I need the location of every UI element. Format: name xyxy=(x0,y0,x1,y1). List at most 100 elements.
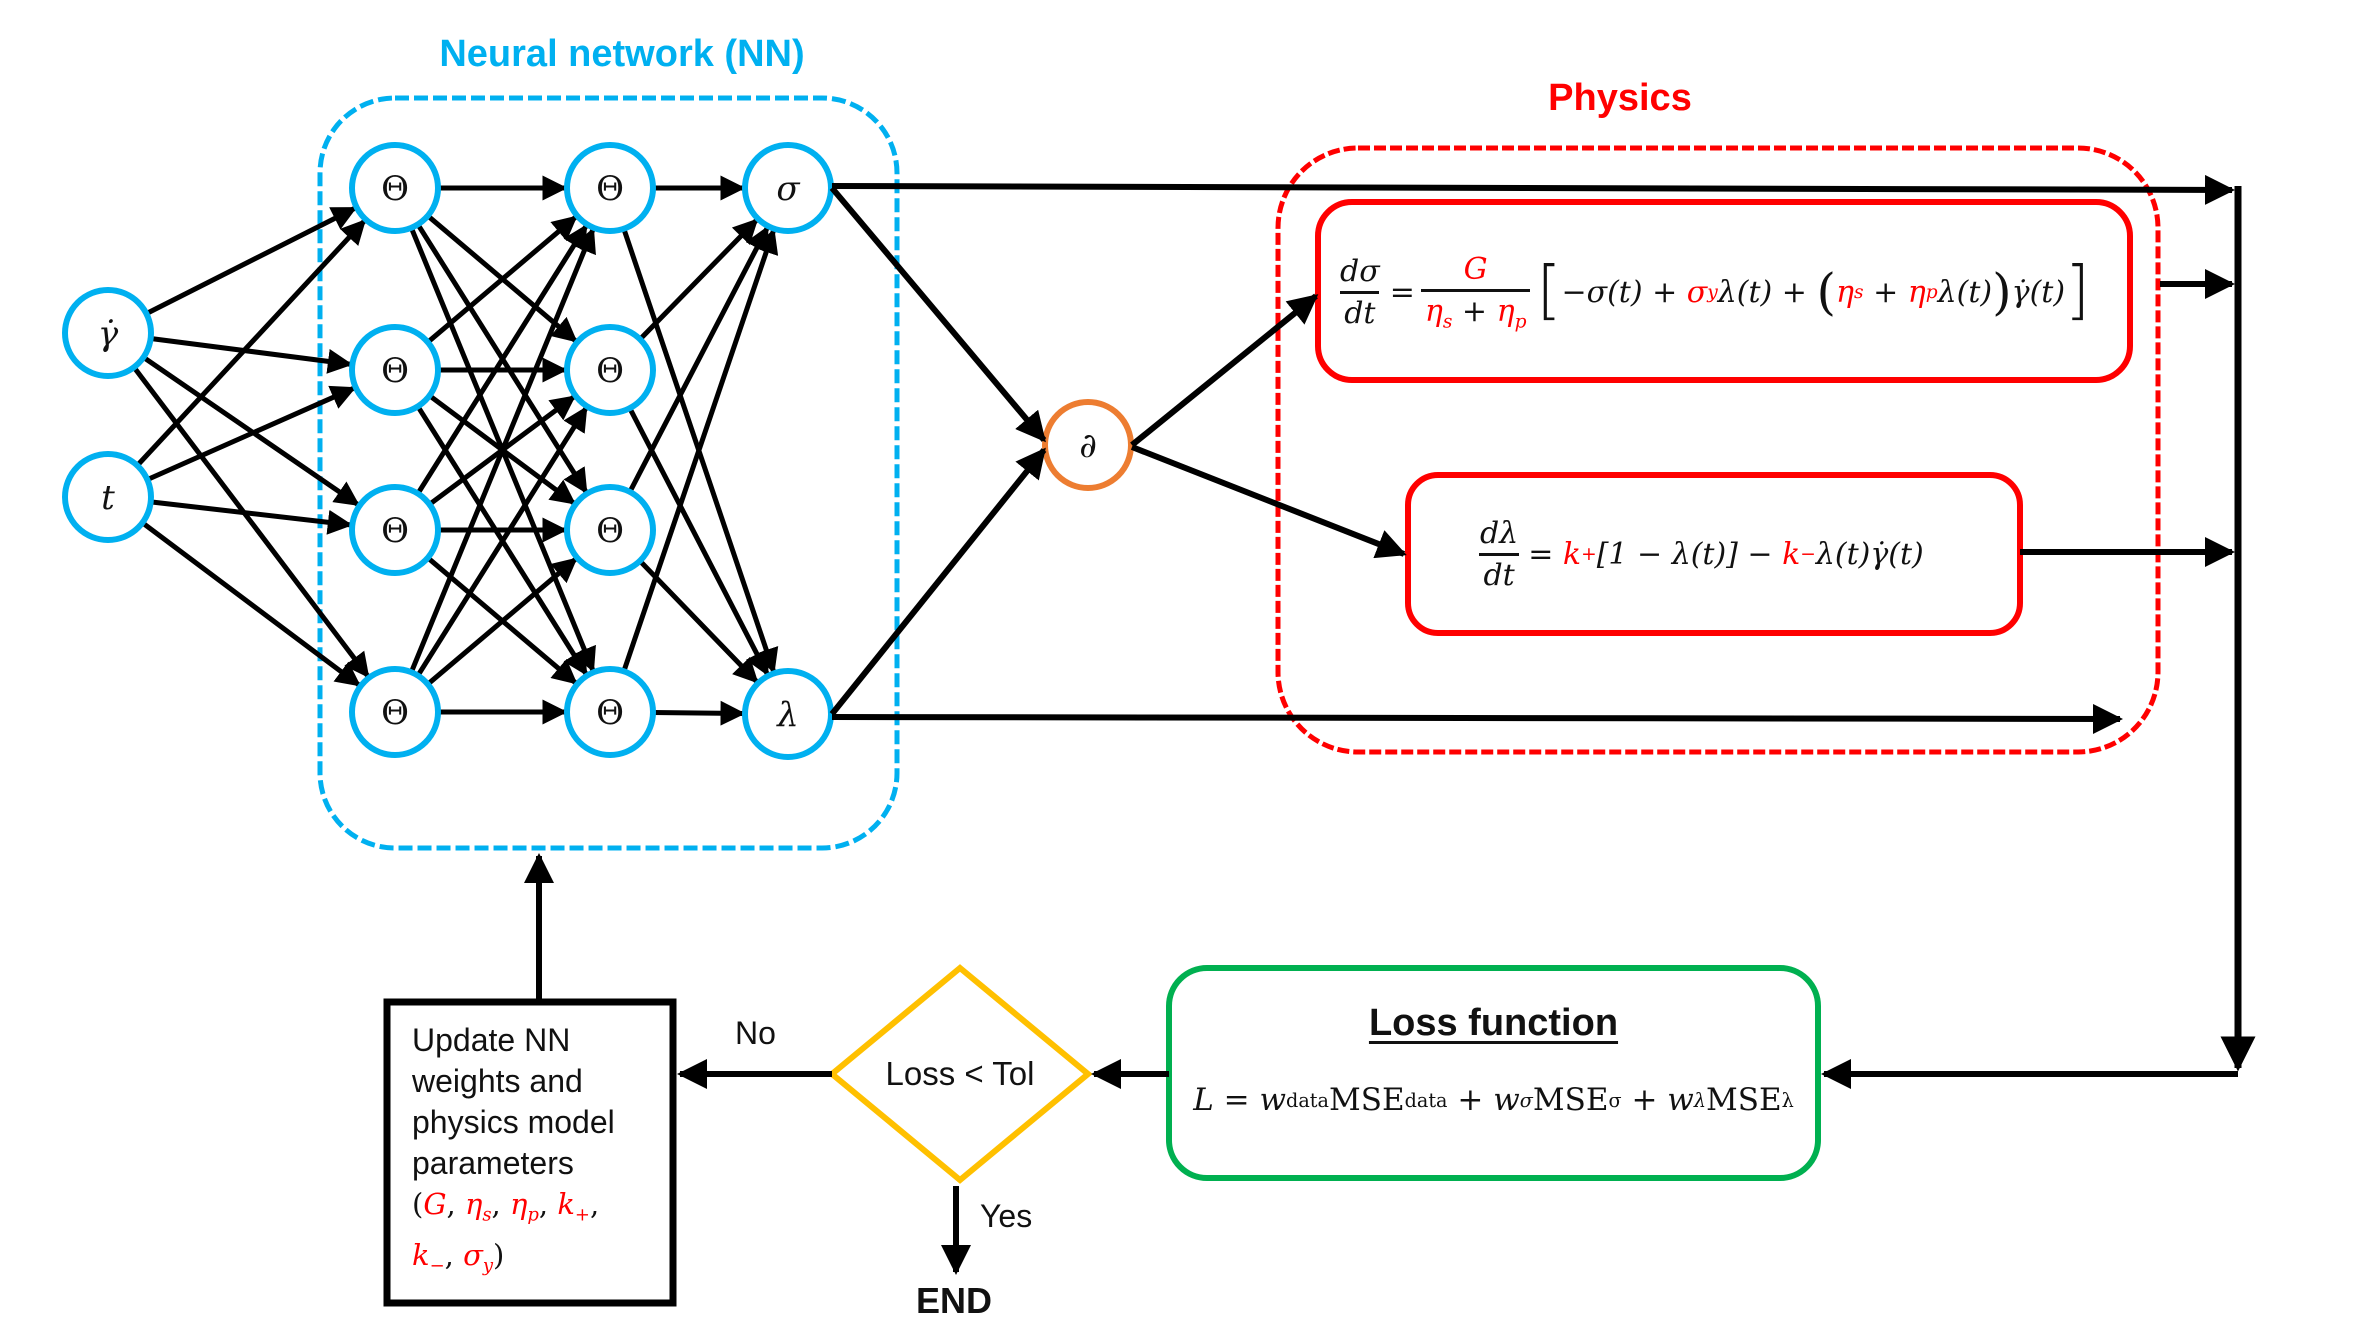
nn-title: Neural network (NN) xyxy=(439,33,804,75)
output-node-label: λ xyxy=(775,695,799,735)
input-node: t xyxy=(62,451,154,543)
weight-sigma: w xyxy=(1493,1082,1520,1118)
param-k-plus: k xyxy=(1562,536,1582,572)
output-node-circle xyxy=(742,142,834,234)
mse-data: MSE xyxy=(1328,1082,1405,1118)
physics-container xyxy=(1275,145,2161,755)
weight-data: w xyxy=(1259,1082,1287,1118)
plus: + xyxy=(1631,1082,1658,1118)
param-sigma-y: σ xyxy=(1686,274,1708,310)
dlambda-dt: dλ dt xyxy=(1476,516,1522,593)
lhs-numerator: dσ xyxy=(1340,253,1380,289)
close-paren: ) xyxy=(493,1238,505,1273)
hidden1-to-hidden2-edge xyxy=(409,227,596,674)
derivative-to-sigma-eq-arrow xyxy=(1130,293,1319,448)
sub: λ xyxy=(1781,1088,1794,1112)
open-paren: ( xyxy=(412,1187,424,1221)
sub: data xyxy=(1404,1088,1448,1112)
hidden-node: Θ xyxy=(349,484,441,576)
lambda-to-derivative-arrow xyxy=(829,447,1047,716)
dsigma-dt: dσ dt xyxy=(1336,254,1384,331)
sub: + xyxy=(1581,543,1597,565)
sub: σ xyxy=(1608,1088,1622,1112)
sub: + xyxy=(574,1204,590,1226)
flow-arrows xyxy=(524,174,2256,1275)
param-k-minus: k xyxy=(1782,536,1801,572)
sub: p xyxy=(527,1204,539,1226)
hidden-node-circle xyxy=(349,142,441,234)
param-G: G xyxy=(1463,251,1488,287)
hidden-node: Θ xyxy=(349,666,441,758)
param-eta-s: η xyxy=(1424,293,1443,329)
term-gamma-dot: γ̇(t) xyxy=(2011,274,2066,310)
physics-title: Physics xyxy=(1548,77,1692,119)
right-bracket: ] xyxy=(2065,254,2091,329)
hidden-node-label: Θ xyxy=(596,351,624,391)
sub: s xyxy=(482,1204,492,1226)
update-line: Update NN xyxy=(412,1022,571,1058)
hidden1-to-hidden2-edge xyxy=(426,557,578,687)
derivative-node: ∂ xyxy=(1042,399,1134,491)
derivative-node-circle xyxy=(1042,399,1134,491)
sub: − xyxy=(1800,543,1816,565)
sigma-to-derivative-arrow xyxy=(829,186,1047,443)
term-minus-sigma: −σ(t) + xyxy=(1561,274,1678,310)
hidden-node-circle xyxy=(564,324,656,416)
output-node: λ xyxy=(742,668,834,760)
loss-function-title: Loss function xyxy=(1368,1002,1619,1044)
hidden1-to-hidden2-edge xyxy=(415,405,589,677)
param-eta-s: η xyxy=(464,1187,483,1221)
hidden-node-label: Θ xyxy=(381,351,409,391)
derivative-to-lambda-eq-arrow xyxy=(1130,444,1407,559)
update-line: parameters xyxy=(412,1145,574,1181)
hidden-node-circle xyxy=(349,666,441,758)
term-lambda-t: λ(t) xyxy=(1937,274,1993,310)
hidden2-to-output-edge xyxy=(621,228,779,673)
hidden-node-label: Θ xyxy=(381,511,409,551)
hidden-node-label: Θ xyxy=(596,693,624,733)
hidden-node-circle xyxy=(349,484,441,576)
right-paren: ) xyxy=(1992,262,2012,321)
lambda-to-bus-arrow xyxy=(831,703,2123,734)
output-node-label: σ xyxy=(776,169,800,209)
sub: s xyxy=(1442,311,1453,333)
end-label: END xyxy=(915,1280,992,1321)
sub: s xyxy=(1853,281,1864,303)
hidden2-to-output-edge xyxy=(638,218,759,342)
hidden-node-label: Θ xyxy=(381,169,409,209)
parameter-list: (G, ηs, ηp, k+, xyxy=(412,1187,600,1226)
sub: − xyxy=(429,1255,445,1277)
equals-sign: = xyxy=(1389,274,1415,310)
hidden-node: Θ xyxy=(564,324,656,416)
term-one-minus-lambda: [1 − λ(t)] − xyxy=(1596,536,1773,572)
input-node-label: γ̇ xyxy=(98,314,119,354)
param-eta-s: η xyxy=(1835,274,1854,310)
param-G: G xyxy=(423,1187,447,1221)
left-bracket: [ xyxy=(1536,254,1562,329)
input-to-hidden1-edge xyxy=(150,336,353,374)
sub: λ xyxy=(1693,1088,1706,1112)
output-node: σ xyxy=(742,142,834,234)
sigma-equation-box xyxy=(1315,199,2133,383)
update-line: physics model xyxy=(412,1104,615,1140)
lhs-denominator: dt xyxy=(1344,295,1376,331)
hidden1-to-hidden2-edge xyxy=(426,215,578,345)
sub: p xyxy=(1514,311,1527,333)
plus: + xyxy=(1461,293,1488,329)
equals-sign: = xyxy=(1223,1082,1250,1118)
output-node-circle xyxy=(742,668,834,760)
mse-lambda: MSE xyxy=(1706,1082,1782,1118)
hidden-node: Θ xyxy=(564,666,656,758)
hidden-node: Θ xyxy=(564,142,656,234)
input-to-hidden1-edge xyxy=(135,219,367,468)
hidden-node-circle xyxy=(564,142,656,234)
plus: + xyxy=(1457,1082,1484,1118)
term-lambda-gamma-dot: λ(t)γ̇(t) xyxy=(1815,536,1924,572)
lhs-denominator: dt xyxy=(1483,557,1515,593)
no-label: No xyxy=(735,1015,776,1051)
derivative-node-label: ∂ xyxy=(1079,426,1097,466)
sub: y xyxy=(482,1255,494,1277)
parameter-list-cont: k−, σy) xyxy=(412,1238,505,1277)
decision-label: Loss < Tol xyxy=(885,1055,1035,1092)
